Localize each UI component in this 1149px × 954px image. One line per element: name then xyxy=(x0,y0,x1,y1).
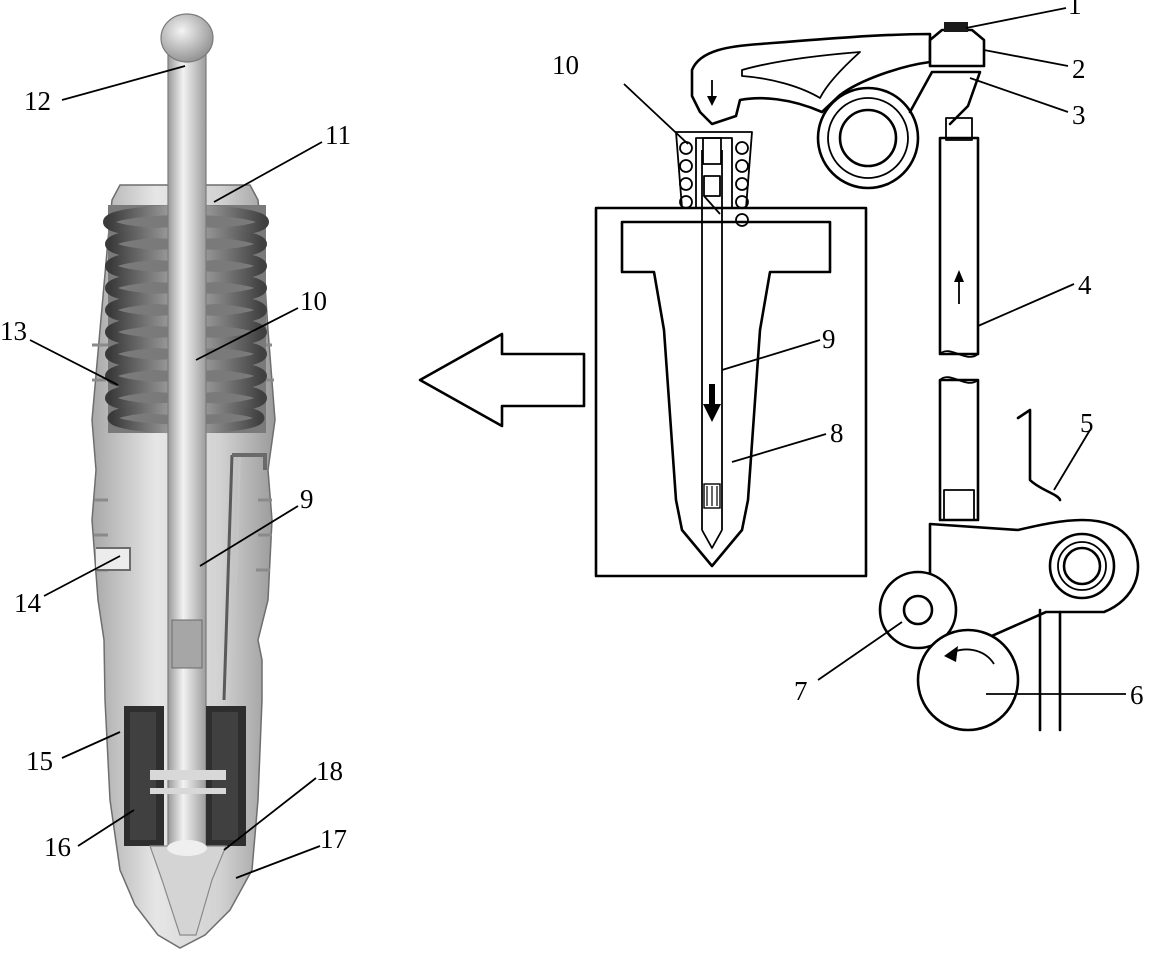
label-1: 1 xyxy=(1068,0,1082,20)
rocker-down-arrow-icon xyxy=(707,80,717,106)
plunger-rod xyxy=(167,39,207,851)
injector-mechanism-schematic xyxy=(594,22,1140,732)
label-8: 8 xyxy=(830,418,844,448)
down-arrow-icon xyxy=(703,384,721,422)
injector-t-body xyxy=(620,220,832,568)
label-9-photo: 9 xyxy=(300,484,314,514)
schematic-callouts: 1 2 3 4 5 6 7 8 9 10 xyxy=(552,0,1144,710)
label-15: 15 xyxy=(26,746,53,776)
label-5: 5 xyxy=(1080,408,1094,438)
label-10-schematic: 10 xyxy=(552,50,579,80)
pushrod-lower xyxy=(938,378,980,522)
adjusting-screw xyxy=(944,22,968,32)
label-10-photo: 10 xyxy=(300,286,327,316)
follower-lever xyxy=(928,518,1140,652)
camshaft xyxy=(916,628,1020,732)
injector-spring-schematic xyxy=(675,131,753,227)
label-16: 16 xyxy=(44,832,71,862)
label-2: 2 xyxy=(1072,54,1086,84)
label-11: 11 xyxy=(325,120,351,150)
adjusting-nut xyxy=(928,28,986,68)
label-12: 12 xyxy=(24,86,51,116)
label-17: 17 xyxy=(320,824,347,854)
up-arrow-icon xyxy=(954,270,964,304)
label-6: 6 xyxy=(1130,680,1144,710)
hollow-left-arrow-icon xyxy=(418,332,586,428)
label-3: 3 xyxy=(1072,100,1086,130)
curved-arrow-icon xyxy=(944,646,995,665)
injector-cutaway-photo xyxy=(91,13,276,949)
injector-housing-box xyxy=(594,206,868,578)
label-18: 18 xyxy=(316,756,343,786)
label-13: 13 xyxy=(0,316,27,346)
plunger-knob xyxy=(160,13,214,63)
label-14: 14 xyxy=(14,588,42,618)
label-4: 4 xyxy=(1078,270,1092,300)
label-7: 7 xyxy=(794,676,808,706)
pushrod-upper xyxy=(938,136,980,356)
photo-callouts: 12 11 10 13 9 14 15 16 18 17 xyxy=(0,65,351,879)
label-9-schematic: 9 xyxy=(822,324,836,354)
